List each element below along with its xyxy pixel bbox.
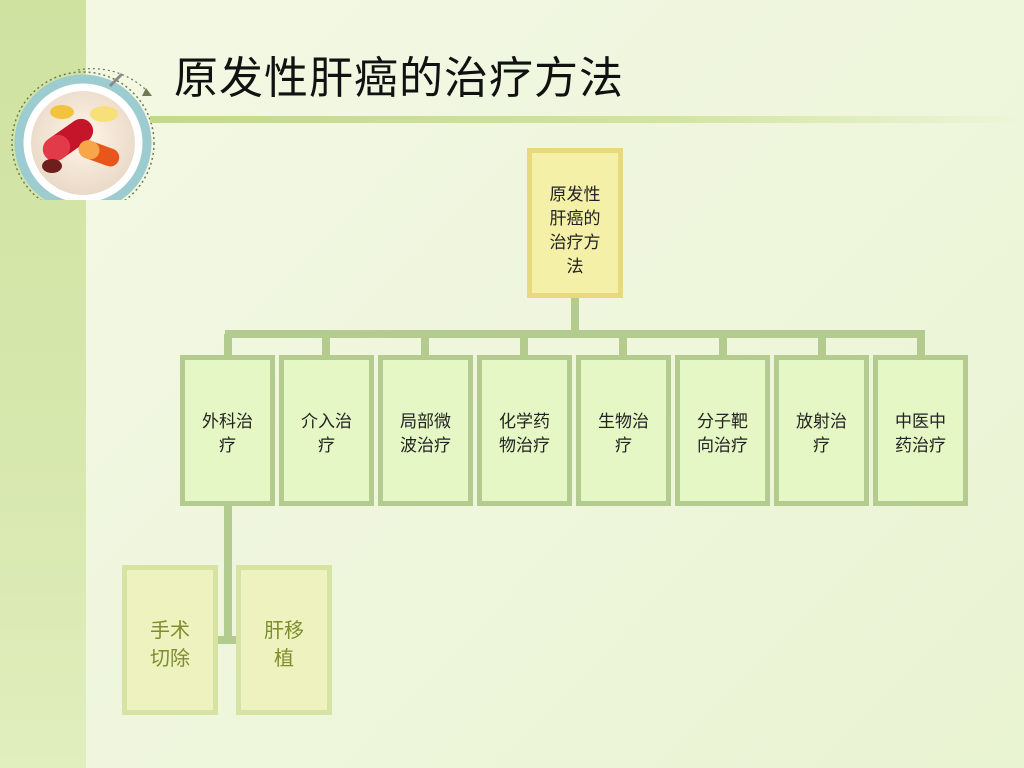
method-label: 化学药物治疗 [499,412,550,456]
method-label: 分子靶向治疗 [697,412,748,456]
method-label: 局部微波治疗 [400,412,451,456]
surgery-option-transplant: 肝移植 [236,565,332,715]
method-node-surgery: 外科治疗 [180,355,275,506]
method-label: 生物治疗 [598,412,649,456]
method-node-targeted: 分子靶向治疗 [675,355,770,506]
surgery-option-resection: 手术切除 [122,565,218,715]
method-label: 介入治疗 [301,412,352,456]
method-node-chemotherapy: 化学药物治疗 [477,355,572,506]
method-node-radiation: 放射治疗 [774,355,869,506]
method-node-tcm: 中医中药治疗 [873,355,968,506]
root-node-label: 原发性肝癌的治疗方法 [549,185,601,277]
surgery-option-label: 肝移植 [264,618,304,670]
root-node: 原发性肝癌的治疗方法 [527,148,623,298]
method-node-interventional: 介入治疗 [279,355,374,506]
title-divider [150,116,1024,123]
surgery-option-label: 手术切除 [150,618,190,670]
pills-emblem-icon [11,68,155,200]
method-label: 外科治疗 [202,412,253,456]
method-node-biological: 生物治疗 [576,355,671,506]
method-label: 放射治疗 [796,412,847,456]
method-node-microwave: 局部微波治疗 [378,355,473,506]
method-label: 中医中药治疗 [895,412,946,456]
page-title: 原发性肝癌的治疗方法 [174,53,624,104]
